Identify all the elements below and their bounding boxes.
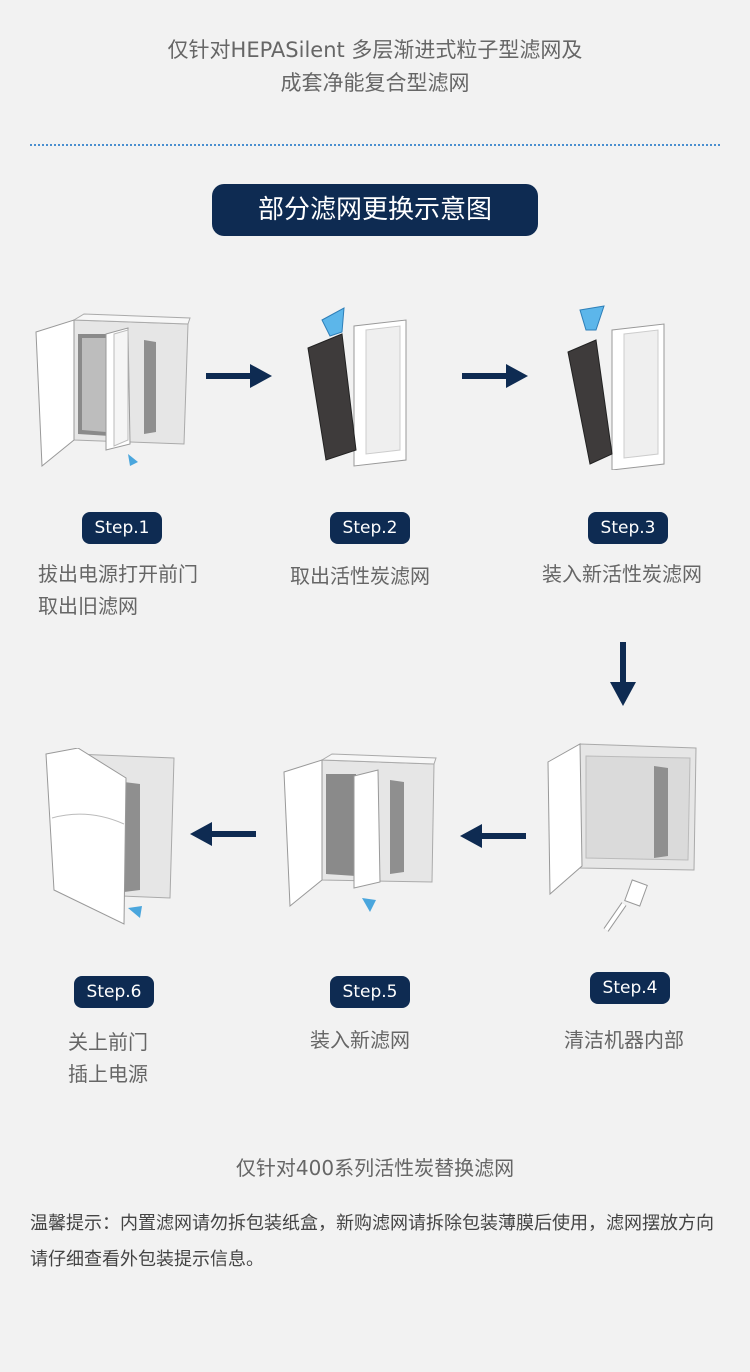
step5-illustration	[283, 753, 437, 912]
step3-caption: 装入新活性炭滤网	[542, 558, 702, 590]
footer-note: 仅针对400系列活性炭替换滤网	[235, 1156, 515, 1180]
step1-badge: Step.1	[82, 512, 162, 544]
step3-caption-line1: 装入新活性炭滤网	[542, 562, 702, 586]
step3-badge: Step.3	[588, 512, 668, 544]
step2-caption-line1: 取出活性炭滤网	[290, 564, 430, 588]
header-text: 仅针对HEPASilent 多层渐进式粒子型滤网及 成套净能复合型滤网	[0, 34, 750, 100]
step6-caption: 关上前门 插上电源	[68, 1026, 148, 1090]
dotted-divider	[30, 144, 720, 146]
header-line-1: 仅针对HEPASilent 多层渐进式粒子型滤网及	[167, 38, 583, 62]
step4-badge: Step.4	[590, 972, 670, 1004]
step5-badge: Step.5	[330, 976, 410, 1008]
step2-caption: 取出活性炭滤网	[290, 560, 430, 592]
step1-illustration	[35, 313, 191, 468]
step5-caption-line1: 装入新滤网	[310, 1028, 410, 1052]
step2-badge: Step.2	[330, 512, 410, 544]
step5-caption: 装入新滤网	[310, 1024, 410, 1056]
arrow-right-1	[206, 364, 272, 388]
step1-caption: 拔出电源打开前门 取出旧滤网	[38, 558, 198, 622]
step1-caption-line1: 拔出电源打开前门	[38, 562, 198, 586]
header-line-2: 成套净能复合型滤网	[280, 71, 470, 95]
step4-caption-line1: 清洁机器内部	[564, 1028, 684, 1052]
step4-illustration	[547, 743, 697, 932]
step3-illustration	[567, 305, 665, 470]
arrow-down	[610, 642, 636, 706]
section-title: 部分滤网更换示意图	[212, 184, 538, 236]
step6-caption-line2: 插上电源	[68, 1062, 148, 1086]
step6-badge: Step.6	[74, 976, 154, 1008]
step6-illustration	[45, 748, 175, 925]
arrow-left-1	[460, 824, 526, 848]
step2-illustration	[307, 307, 407, 467]
arrow-left-2	[190, 822, 256, 846]
step4-caption: 清洁机器内部	[564, 1024, 684, 1056]
step6-caption-line1: 关上前门	[68, 1030, 148, 1054]
arrow-right-2	[462, 364, 528, 388]
step1-caption-line2: 取出旧滤网	[38, 594, 138, 618]
tip-text: 温馨提示：内置滤网请勿拆包装纸盒，新购滤网请拆除包装薄膜后使用，滤网摆放方向请仔…	[30, 1213, 714, 1270]
